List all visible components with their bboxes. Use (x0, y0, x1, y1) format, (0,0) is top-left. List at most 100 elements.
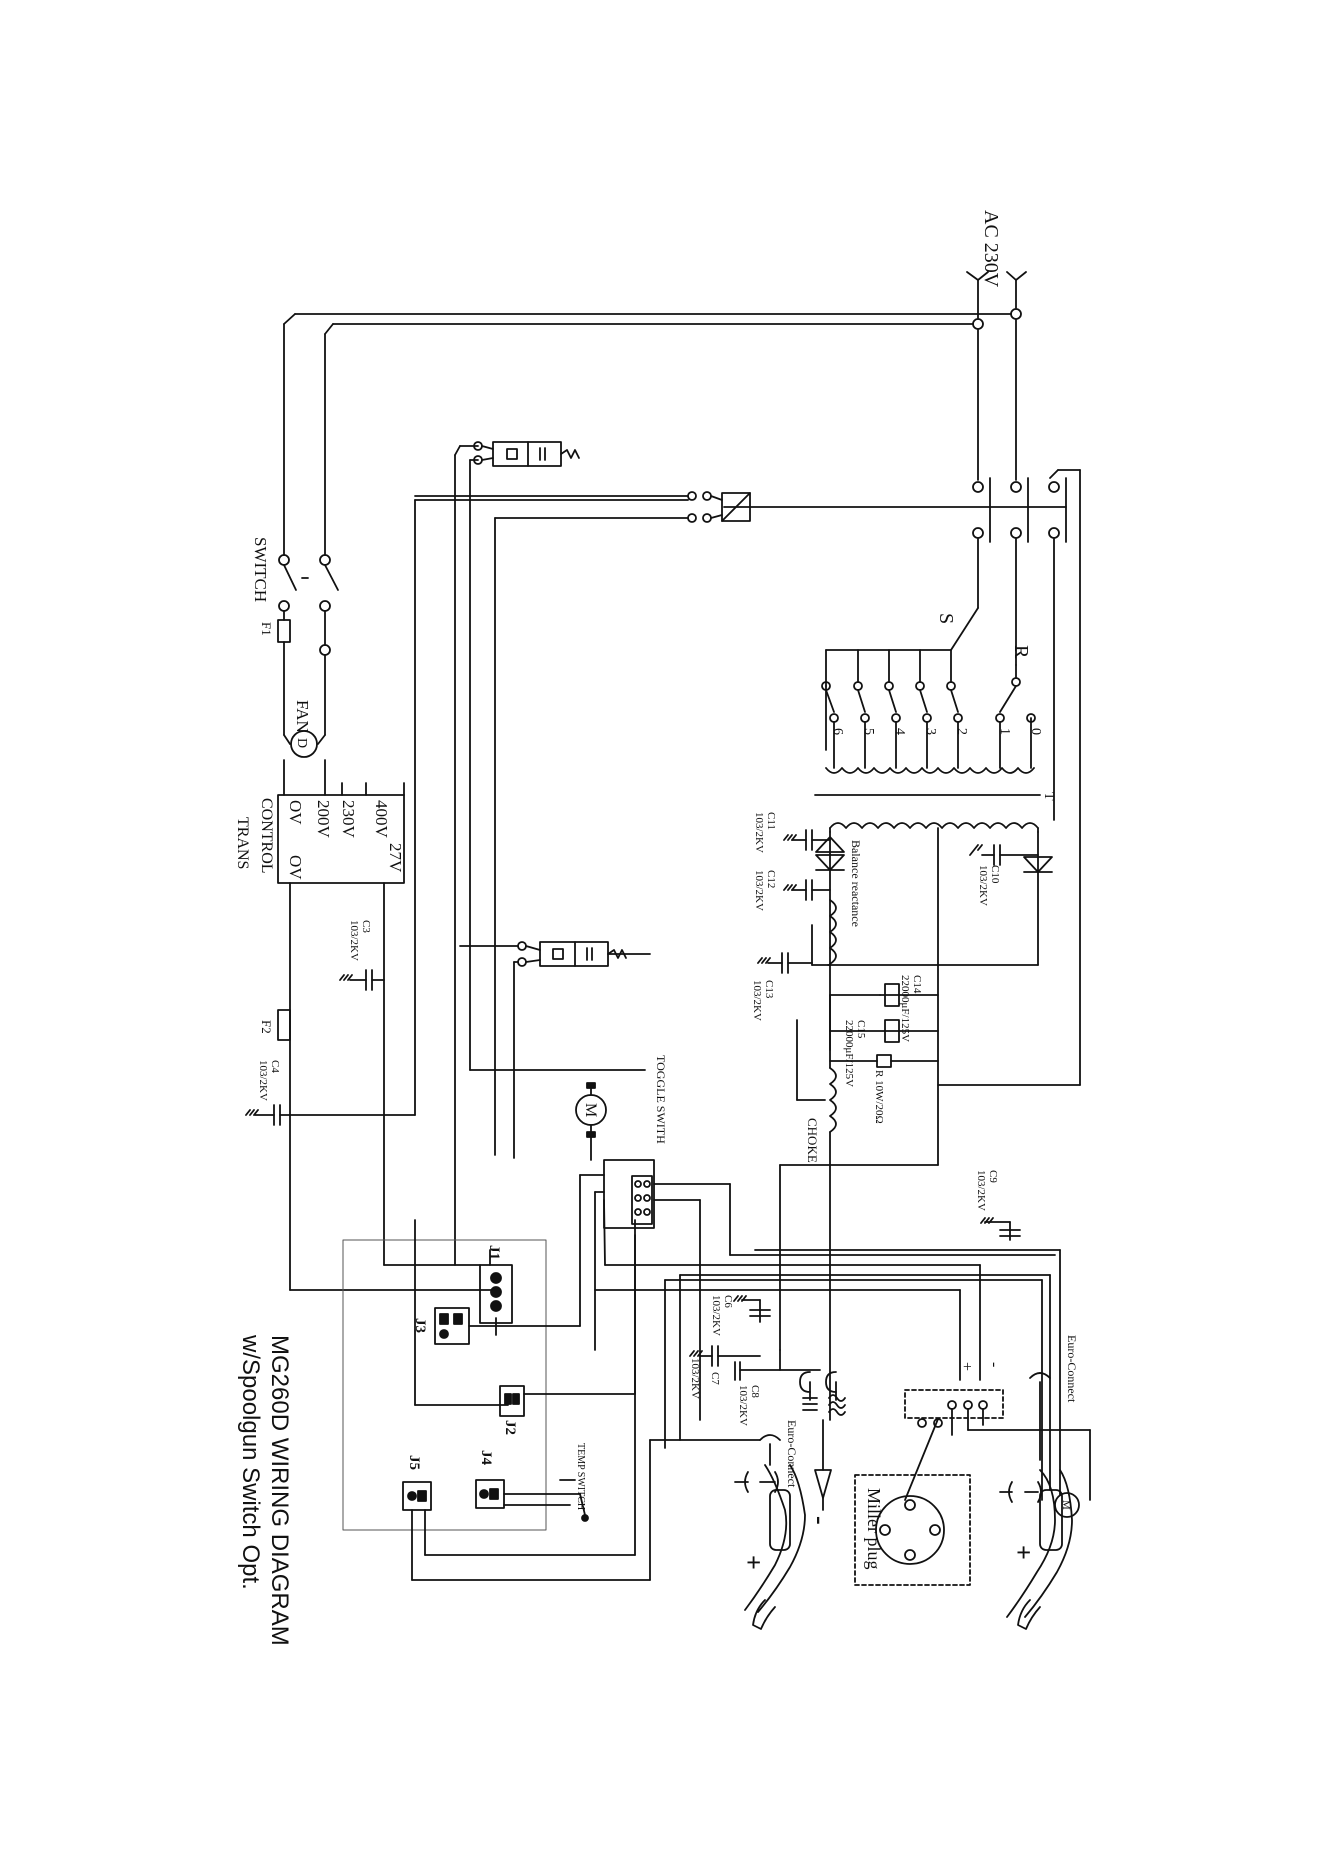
c6-value: 103/2KV (710, 1295, 722, 1336)
welding-gun-1 (744, 1464, 806, 1630)
j3-label: J3 (412, 1318, 428, 1333)
ov-right-label: OV (286, 855, 305, 880)
trans-label: TRANS (234, 817, 251, 869)
c7-value: 103/2KV (689, 1358, 701, 1399)
capacitor-c15 (829, 994, 939, 1043)
mains-wires (283, 313, 1017, 556)
j5-label: J5 (406, 1455, 422, 1470)
tap-0: 0 (1028, 728, 1043, 735)
choke (779, 1019, 939, 1421)
t-label: T (1041, 792, 1056, 801)
capacitor-c11 (783, 829, 831, 851)
euro-connect-1 (734, 1434, 781, 1493)
c13-value: 103/2KV (751, 980, 763, 1021)
gun-motor-label: M (1060, 1500, 1072, 1510)
power-switch (278, 554, 339, 646)
c10-label: C10 (989, 865, 1001, 884)
diagram-subtitle: w/Spoolgun Switch Opt. (237, 1334, 264, 1590)
diagram-title: MG260D WIRING DIAGRAM (266, 1335, 293, 1646)
minus-1: - (986, 1362, 1003, 1367)
capacitor-c4 (245, 499, 689, 1126)
transformer-secondary (829, 822, 1039, 1166)
c8-value: 103/2KV (737, 1385, 749, 1426)
output-terminals (799, 1371, 846, 1416)
label-layer: AC 230V SWITCH F1 FAN D CONTROL TRANS 40… (234, 210, 1079, 1646)
control-transformer (277, 782, 496, 1291)
capacitor-c10 (969, 844, 1001, 866)
c8-label: C8 (749, 1385, 761, 1398)
main-contactor (723, 469, 1081, 1086)
bleeder-resistor (829, 1054, 1081, 1086)
c3-label: C3 (360, 920, 372, 933)
c15-value: 22000μF/125V (843, 1020, 855, 1087)
fan-label: FAN (293, 700, 312, 733)
c9-label: C9 (987, 1170, 999, 1183)
v400-label: 400V (372, 800, 391, 839)
minus-clamp: - (806, 1516, 835, 1525)
j4-label: J4 (478, 1450, 494, 1466)
c4-value: 103/2KV (257, 1060, 269, 1101)
j1-label: J1 (486, 1245, 502, 1260)
gun-motor (1054, 1492, 1080, 1518)
tap-6: 6 (830, 728, 845, 735)
c14-label: C14 (911, 975, 923, 994)
c15-label: C15 (855, 1020, 867, 1039)
capacitor-c7 (689, 1345, 761, 1367)
choke-label: CHOKE (805, 1118, 820, 1163)
polarity-pins (904, 1400, 1091, 1501)
capacitor-c9 (980, 1217, 1021, 1241)
fan-motor (283, 730, 326, 796)
plus-2: + (739, 1555, 768, 1570)
ac-label: AC 230V (980, 210, 1002, 288)
c10-value: 103/2KV (977, 865, 989, 906)
c11-value: 103/2KV (753, 812, 765, 853)
c6-label: C6 (722, 1295, 734, 1308)
capacitor-c14 (829, 983, 939, 1007)
capacitor-c3 (339, 969, 385, 991)
f2-label: F2 (259, 1020, 274, 1034)
polarity-block (904, 1389, 1004, 1419)
miller-plug (854, 1474, 971, 1586)
c12-label: C12 (765, 870, 777, 888)
tap-selector (814, 649, 1041, 796)
c3-value: 103/2KV (348, 920, 360, 961)
v200-label: 200V (314, 800, 333, 839)
fuse-f1 (277, 619, 331, 736)
v230-label: 230V (339, 800, 358, 839)
contactor-coil (414, 491, 751, 523)
motor-label: M (582, 1103, 599, 1117)
toggle-switch (594, 1159, 1056, 1421)
plus-3: + (1009, 1545, 1038, 1560)
relay-middle (459, 941, 651, 1159)
capacitor-c6 (733, 1295, 771, 1323)
fuse-f2 (277, 1009, 291, 1041)
j2-label: J2 (502, 1420, 518, 1435)
connector-j1 (479, 1249, 513, 1336)
spoolgun-wires (594, 1234, 1061, 1581)
capacitor-c8 (734, 1361, 821, 1381)
c4-label: C4 (269, 1060, 281, 1073)
fan-symbol: D (294, 738, 309, 748)
c11-label: C11 (765, 812, 777, 830)
temp-switch-label: TEMP SWITCH (575, 1443, 586, 1510)
tap-4: 4 (892, 728, 907, 735)
plus-1: + (958, 1362, 975, 1371)
c9-value: 103/2KV (975, 1170, 987, 1211)
tap-3: 3 (923, 728, 938, 735)
toggle-label: TOGGLE SWITH (654, 1055, 668, 1144)
connector-j3 (414, 1174, 605, 1406)
c13-label: C13 (763, 980, 775, 999)
f1-label: F1 (259, 622, 274, 636)
c12-value: 103/2KV (753, 870, 765, 911)
connector-j4 (475, 1479, 589, 1522)
feed-motor (575, 1082, 607, 1161)
s-label: S (935, 613, 957, 624)
relay-top (454, 441, 646, 1266)
balance-label: Balance reactance (849, 840, 863, 927)
switch-label: SWITCH (251, 537, 270, 602)
v27-label: 27V (386, 843, 405, 873)
ground-clamp (814, 1419, 832, 1511)
c14-value: 22000μF/125V (899, 975, 911, 1042)
